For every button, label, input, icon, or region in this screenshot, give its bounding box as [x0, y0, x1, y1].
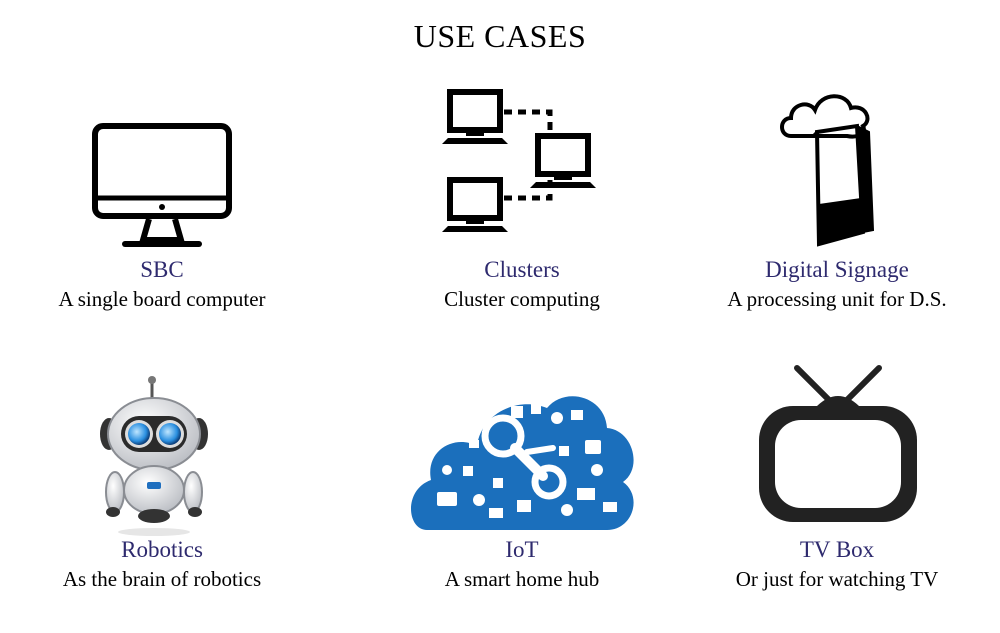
- card-title: Clusters: [484, 257, 560, 282]
- icon-area: [677, 88, 997, 256]
- card-description: A smart home hub: [444, 567, 600, 591]
- use-case-tv-box: TV Box Or just for watching TV: [677, 365, 997, 593]
- icon-area: [677, 365, 997, 536]
- card-title: TV Box: [799, 537, 875, 562]
- card-description: Cluster computing: [444, 287, 600, 311]
- use-case-digital-signage: Digital Signage A processing unit for D.…: [677, 88, 997, 313]
- card-description: As the brain of robotics: [62, 567, 262, 591]
- use-case-robotics: Robotics As the brain of robotics: [2, 368, 322, 593]
- card-description: A single board computer: [58, 287, 266, 311]
- card-title: Robotics: [121, 537, 203, 562]
- network-cluster-icon: [442, 89, 596, 232]
- card-title: Digital Signage: [765, 257, 909, 282]
- iot-cloud-icon: [411, 396, 634, 530]
- icon-area: [362, 88, 682, 256]
- icon-area: [2, 88, 322, 256]
- card-title: IoT: [505, 537, 539, 562]
- page-title: USE CASES: [413, 18, 587, 54]
- icon-area: [2, 368, 322, 536]
- use-case-iot: IoT A smart home hub: [362, 368, 682, 593]
- card-description: A processing unit for D.S.: [727, 287, 947, 311]
- card-description: Or just for watching TV: [735, 567, 939, 591]
- card-title: SBC: [140, 257, 184, 282]
- digital-signage-kiosk-icon: [780, 94, 875, 247]
- use-case-clusters: Clusters Cluster computing: [362, 88, 682, 313]
- tv-icon: [759, 365, 917, 522]
- icon-area: [362, 368, 682, 536]
- robot-icon: [100, 376, 208, 536]
- monitor-icon: [92, 123, 232, 247]
- use-case-sbc: SBC A single board computer: [2, 88, 322, 313]
